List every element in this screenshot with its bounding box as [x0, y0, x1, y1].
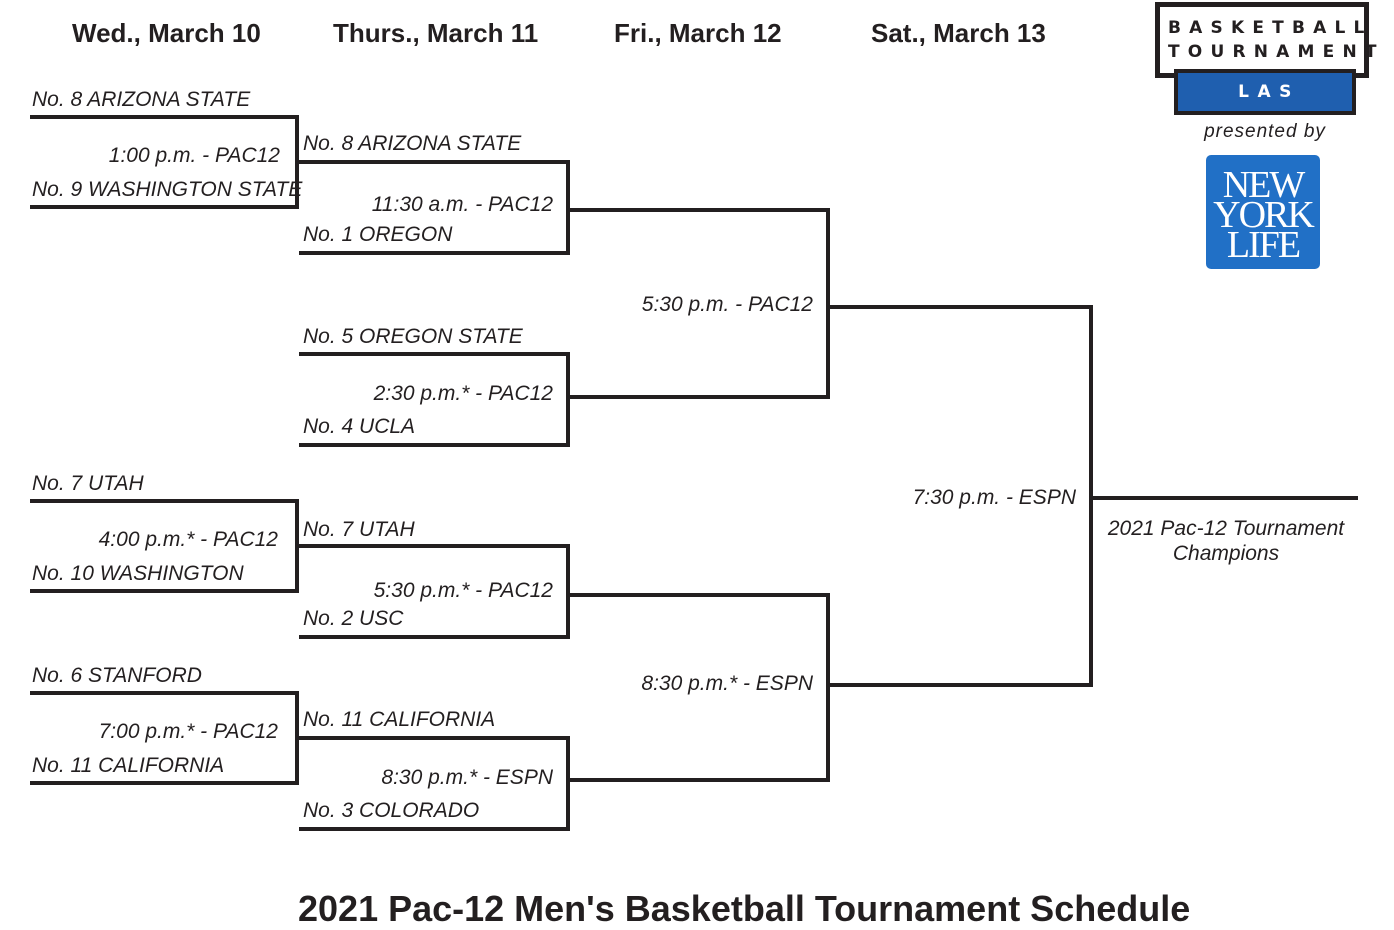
team-w2-top: No. 7 UTAH [32, 472, 144, 495]
team-t2-bottom: No. 4 UCLA [303, 415, 416, 438]
day-header-fri: Fri., March 12 [614, 18, 782, 48]
sponsor-word-3: LIFE [1226, 224, 1301, 266]
bracket-lines [30, 115, 1358, 831]
team-w1-bottom: No. 9 WASHINGTON STATE [32, 178, 303, 201]
presented-by-label: presented by [1204, 121, 1326, 142]
day-header-wed: Wed., March 10 [72, 18, 261, 48]
team-t4-top: No. 11 CALIFORNIA [303, 708, 496, 731]
bracket-line-t2 [299, 352, 570, 447]
footer-title: 2021 Pac-12 Men's Basketball Tournament … [298, 888, 1191, 929]
team-t3-top: No. 7 UTAH [303, 518, 415, 541]
team-t2-top: No. 5 OREGON STATE [303, 325, 523, 348]
bracket-line-f2 [568, 593, 830, 782]
time-w2: 4:00 p.m.* - PAC12 [98, 528, 278, 551]
team-t1-top: No. 8 ARIZONA STATE [303, 132, 522, 155]
bracket-line-w2 [30, 499, 299, 593]
sponsor-word-2: YORK [1213, 194, 1315, 236]
time-w3: 7:00 p.m.* - PAC12 [98, 720, 278, 743]
team-w3-bottom: No. 11 CALIFORNIA [32, 754, 225, 777]
champion-label: 2021 Pac-12 Tournament Champions [1107, 517, 1345, 565]
time-t3: 5:30 p.m.* - PAC12 [373, 579, 553, 602]
time-f2: 8:30 p.m.* - ESPN [641, 672, 813, 695]
day-header-thu: Thurs., March 11 [333, 18, 539, 48]
bracket-line-t3 [299, 544, 570, 639]
time-w1: 1:00 p.m. - PAC12 [108, 144, 280, 167]
bracket-line-f1 [568, 208, 830, 399]
team-w2-bottom: No. 10 WASHINGTON [32, 562, 244, 585]
logo-line-1: BASKETBALL [1168, 18, 1373, 38]
new-york-life-logo: NEW YORK LIFE [1206, 155, 1320, 269]
time-t4: 8:30 p.m.* - ESPN [381, 766, 553, 789]
logo-line-2: TOURNAMENT [1168, 42, 1385, 62]
time-f1: 5:30 p.m. - PAC12 [641, 293, 813, 316]
bracket-line-t1 [299, 160, 570, 255]
logo-city-banner: LAS VEGAS [1174, 69, 1356, 140]
bracket-line-w3 [30, 691, 299, 785]
team-w1-top: No. 8 ARIZONA STATE [32, 88, 251, 111]
time-t1: 11:30 a.m. - PAC12 [371, 193, 553, 216]
team-t4-bottom: No. 3 COLORADO [303, 799, 480, 822]
sponsor-word-1: NEW [1222, 164, 1306, 206]
bracket-line-t4 [299, 736, 570, 831]
day-header-sat: Sat., March 13 [871, 18, 1046, 48]
team-t1-bottom: No. 1 OREGON [303, 223, 453, 246]
team-t3-bottom: No. 2 USC [303, 607, 404, 630]
bracket-line-w1 [30, 115, 299, 209]
time-s1: 7:30 p.m. - ESPN [912, 486, 1076, 509]
team-w3-top: No. 6 STANFORD [32, 664, 202, 687]
time-t2: 2:30 p.m.* - PAC12 [373, 382, 553, 405]
tournament-logo: BASKETBALL TOURNAMENT [1155, 2, 1385, 78]
